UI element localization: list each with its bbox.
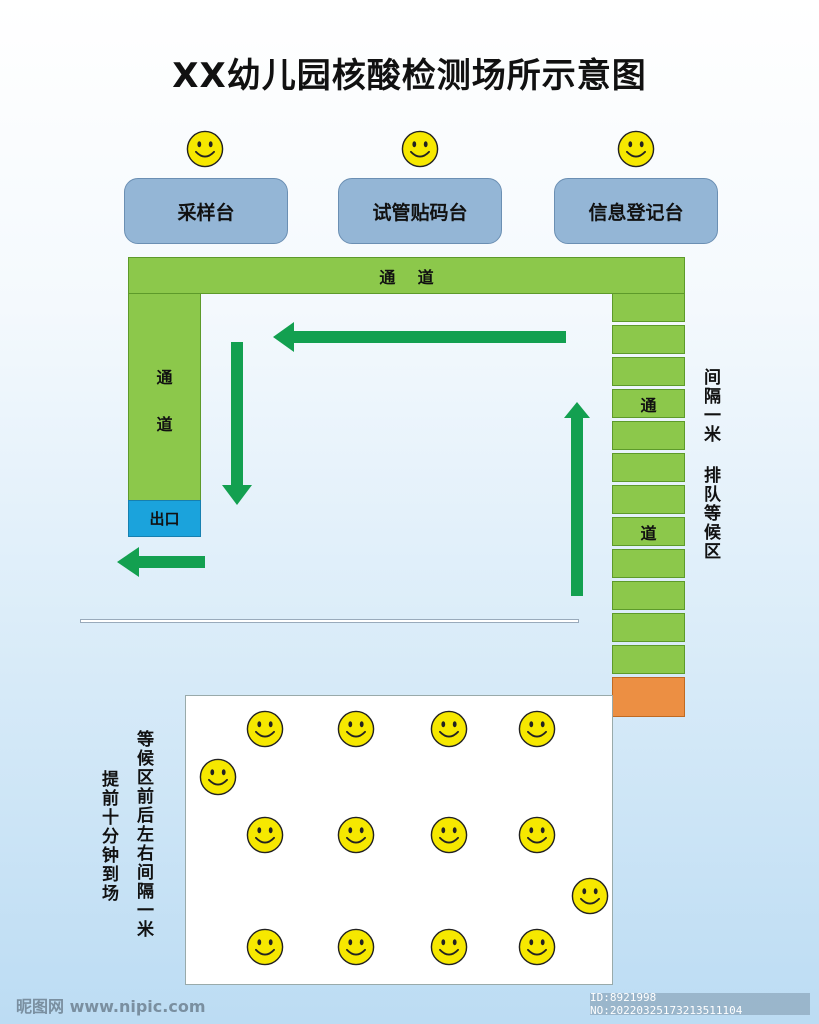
queue-end-marker [612,677,685,717]
station-label: 采样台 [177,201,235,224]
corridor-right-label: 道 [640,523,657,543]
queue-note: 间隔一米 排队等候区 [700,368,720,561]
page-title: XX幼儿园核酸检测场所示意图 [172,56,647,96]
waiting-smiley-icon [337,816,375,854]
corridor-top: 通 道 [128,257,685,294]
corridor-right-label: 通 [640,395,657,415]
waiting-smiley-icon [430,928,468,966]
exit-label: 出口 [149,510,180,528]
arrow-left-icon [273,322,566,352]
queue-cell: 通 [612,389,685,418]
queue-cell [612,357,685,386]
queue-cell [612,325,685,354]
waiting-smiley-icon [518,816,556,854]
corridor-top-label: 通 道 [379,267,434,287]
waiting-smiley-icon [518,710,556,748]
waiting-smiley-icon [518,928,556,966]
queue-cell [612,549,685,578]
station-tube-labeling: 试管贴码台 [338,178,502,244]
waiting-smiley-icon [337,928,375,966]
queue-cell [612,453,685,482]
station-sampling: 采样台 [124,178,288,244]
arrow-down-icon [222,342,252,505]
arrow-up-icon [564,402,590,596]
divider-line [80,619,579,623]
queue-cell [612,581,685,610]
waiting-smiley-icon [246,816,284,854]
station-info-registration: 信息登记台 [554,178,718,244]
queue-cell [612,293,685,322]
corridor-left: 通 道 [128,293,201,501]
exit-box: 出口 [128,500,201,537]
waiting-note-arrival: 提前十分钟到场 [98,770,118,903]
corridor-left-label: 通 [156,368,173,387]
station-label: 试管贴码台 [372,201,468,224]
watermark-logo: 昵图网 www.nipic.com [16,997,206,1016]
queue-cell: 道 [612,517,685,546]
waiting-smiley-icon [246,928,284,966]
arrow-left-icon [117,547,205,577]
waiting-smiley-icon [430,816,468,854]
queue-cell [612,485,685,514]
watermark-id: ID:8921998 NO:20220325173213511104 [590,991,810,1017]
waiting-smiley-icon [571,877,609,915]
waiting-smiley-icon [246,710,284,748]
waiting-smiley-icon [199,758,237,796]
waiting-note-spacing: 等候区前后左右间隔一米 [133,730,153,939]
queue-cell [612,613,685,642]
waiting-smiley-icon [430,710,468,748]
station-label: 信息登记台 [588,201,684,224]
queue-cell [612,421,685,450]
corridor-left-label: 道 [156,415,173,434]
waiting-smiley-icon [337,710,375,748]
queue-cell [612,645,685,674]
